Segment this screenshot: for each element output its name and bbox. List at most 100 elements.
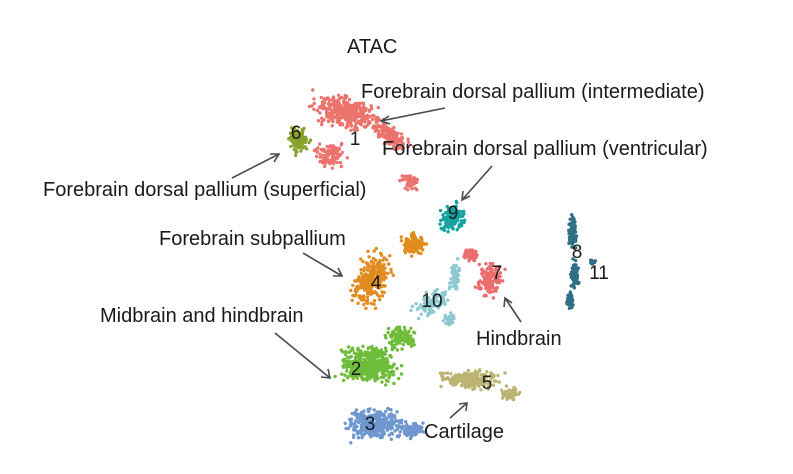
cell-point: [343, 102, 348, 106]
cell-point: [359, 356, 363, 360]
cell-point: [403, 250, 408, 255]
cell-point: [435, 294, 439, 299]
annotations: Forebrain dorsal pallium (intermediate) …: [43, 81, 708, 443]
cell-point: [390, 339, 394, 343]
cell-point: [489, 285, 494, 289]
cluster-points-10: [448, 257, 462, 291]
cell-point: [469, 373, 473, 377]
cell-point: [449, 377, 453, 382]
cell-point: [491, 272, 495, 276]
cell-point: [383, 346, 388, 350]
cell-point: [345, 369, 349, 373]
cell-point: [374, 291, 378, 295]
cell-point: [406, 239, 411, 244]
cell-point: [350, 298, 354, 302]
cell-point: [406, 137, 410, 141]
cell-point: [368, 415, 372, 420]
cell-point: [386, 370, 391, 374]
cell-point: [405, 433, 409, 438]
cell-point: [421, 248, 425, 252]
cell-point: [374, 423, 378, 427]
cell-point: [464, 249, 468, 253]
cluster-points-1: [307, 88, 380, 132]
cell-point: [378, 420, 383, 424]
cell-point: [323, 164, 327, 169]
cell-point: [297, 137, 301, 142]
cell-point: [572, 284, 576, 289]
cell-point: [485, 370, 489, 374]
cell-point: [311, 88, 315, 92]
cell-point: [419, 251, 423, 256]
cell-point: [406, 140, 411, 144]
cluster-points-10: [441, 311, 456, 327]
cell-point: [449, 280, 454, 285]
cell-point: [337, 121, 341, 125]
cell-point: [375, 281, 379, 285]
cell-point: [369, 289, 373, 293]
cell-point: [390, 365, 394, 370]
cell-point: [351, 376, 355, 381]
cell-point: [377, 134, 381, 138]
cell-point: [453, 271, 457, 275]
cell-point: [351, 115, 355, 120]
cell-point: [409, 434, 414, 439]
cell-point: [452, 375, 457, 379]
cell-point: [383, 266, 387, 270]
cell-point: [294, 153, 298, 158]
cell-point: [382, 256, 386, 260]
cell-point: [371, 126, 375, 130]
cell-point: [335, 115, 340, 119]
cell-point: [359, 373, 363, 377]
cell-point: [458, 379, 462, 383]
cell-point: [393, 429, 397, 433]
cell-point: [452, 216, 456, 220]
cell-point: [357, 412, 361, 417]
cell-point: [349, 128, 353, 132]
cell-point: [378, 286, 382, 290]
cell-point: [358, 431, 363, 435]
cell-point: [449, 372, 453, 376]
cell-point: [419, 245, 423, 249]
cell-point: [360, 423, 364, 427]
cell-point: [470, 248, 474, 252]
cell-point: [501, 279, 505, 283]
cluster-points-5: [500, 384, 522, 402]
cell-point: [356, 277, 360, 281]
cell-point: [343, 421, 347, 426]
cell-point: [488, 273, 492, 277]
cell-point: [387, 375, 391, 380]
cell-point: [400, 331, 404, 335]
cell-point: [476, 381, 480, 386]
cluster-labels: 1 2 3 4 5 6 7 8 9 10 11: [291, 123, 609, 435]
cell-point: [379, 411, 384, 416]
cell-point: [404, 237, 409, 241]
cell-point: [389, 267, 393, 272]
cell-point: [358, 349, 362, 353]
cluster-points-1: [398, 174, 419, 192]
cell-point: [400, 347, 404, 351]
cell-point: [312, 101, 316, 106]
cell-point: [451, 284, 455, 289]
cell-point: [398, 144, 402, 149]
cell-point: [458, 224, 463, 228]
cell-point: [346, 115, 351, 120]
cell-point: [443, 215, 447, 220]
cell-point: [334, 156, 338, 161]
cell-point: [343, 373, 347, 377]
arrow-midbrain-hindbrain: [274, 332, 332, 379]
cell-point: [415, 249, 419, 253]
cell-point: [437, 300, 441, 304]
cell-point: [484, 286, 488, 290]
cell-point: [348, 417, 352, 421]
cell-point: [570, 270, 574, 274]
cell-point: [480, 381, 485, 385]
cell-point: [395, 366, 399, 371]
cell-point: [318, 159, 322, 164]
cell-point: [403, 429, 408, 433]
cell-point: [496, 278, 501, 282]
cell-point: [353, 410, 357, 415]
cell-point: [407, 180, 411, 184]
cell-point: [567, 241, 571, 245]
cell-point: [572, 226, 576, 231]
cell-point: [407, 245, 411, 250]
